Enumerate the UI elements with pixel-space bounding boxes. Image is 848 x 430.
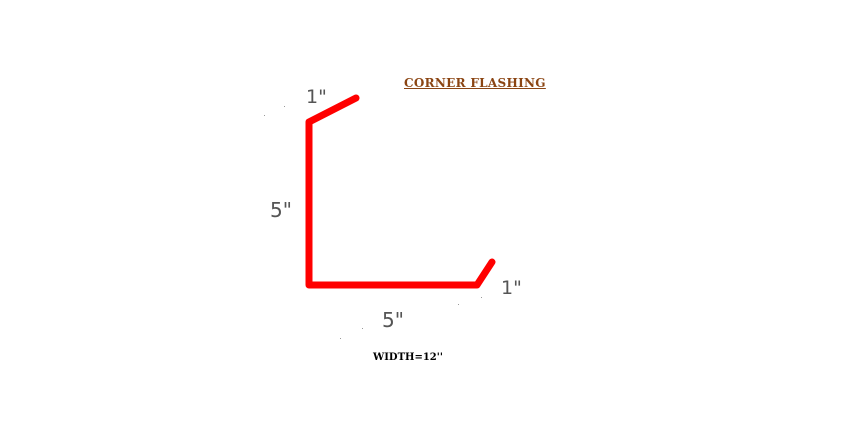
width-note: WIDTH=12'' <box>373 352 443 363</box>
top-lip-dimension: 1" <box>306 86 327 108</box>
speck-mark <box>362 328 363 329</box>
speck-mark <box>284 106 285 107</box>
speck-mark <box>340 338 341 339</box>
speck-mark <box>481 297 482 298</box>
right-lip-dimension: 1" <box>501 277 522 299</box>
flashing-profile-line <box>305 94 496 289</box>
speck-mark <box>458 304 459 305</box>
diagram-title: CORNER FLASHING <box>404 76 546 90</box>
horizontal-leg-dimension: 5" <box>382 308 404 332</box>
speck-mark <box>264 115 265 116</box>
vertical-leg-dimension: 5" <box>270 198 292 222</box>
